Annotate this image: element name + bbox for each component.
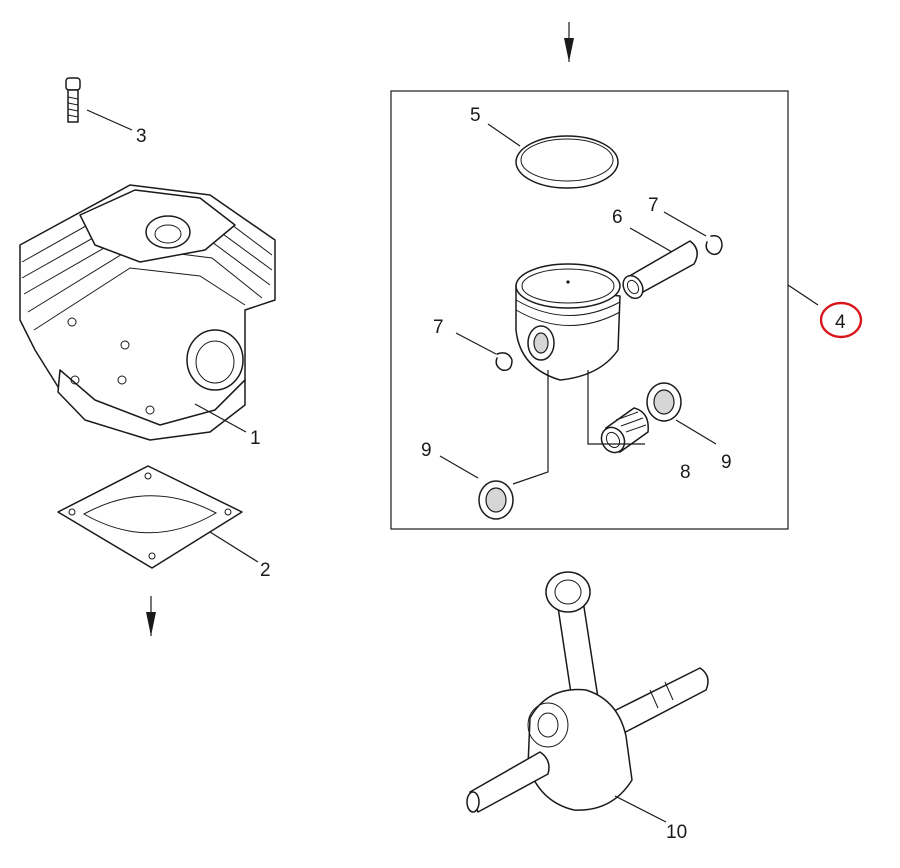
piston-pin-part[interactable]: [619, 240, 698, 302]
callout-label-10: 10: [666, 822, 687, 843]
crankshaft-part[interactable]: [466, 571, 709, 813]
piston-kit-frame: [390, 90, 789, 530]
callout-label-2: 2: [260, 560, 271, 581]
cylinder-part[interactable]: [19, 184, 276, 441]
gasket-part[interactable]: [57, 465, 243, 569]
piston-ring-part[interactable]: [515, 135, 619, 189]
leader-lines: [86, 109, 819, 823]
callout-label-3: 3: [136, 126, 147, 147]
piston-part[interactable]: [515, 263, 621, 381]
needle-bearing-part[interactable]: [597, 407, 649, 457]
callout-4-highlighted[interactable]: 4: [819, 301, 863, 339]
callout-label-7-top: 7: [648, 195, 659, 216]
callout-label-5: 5: [470, 105, 481, 126]
callout-label-9-left: 9: [421, 440, 432, 461]
arrow-down-icon-bottom: [146, 596, 156, 636]
circlip-part-right[interactable]: [705, 234, 723, 256]
callout-label-6: 6: [612, 207, 623, 228]
arrow-down-icon-top: [564, 22, 574, 62]
callout-label-9-right: 9: [721, 452, 732, 473]
callout-label-7-left: 7: [433, 317, 444, 338]
callout-label-8: 8: [680, 462, 691, 483]
circlip-part-left[interactable]: [495, 352, 513, 372]
bolt-part[interactable]: [65, 77, 81, 123]
callout-label-4: 4: [835, 312, 846, 333]
thrust-washer-part-left[interactable]: [478, 480, 514, 520]
callout-label-1: 1: [250, 428, 261, 449]
thrust-washer-part-right[interactable]: [646, 382, 682, 422]
